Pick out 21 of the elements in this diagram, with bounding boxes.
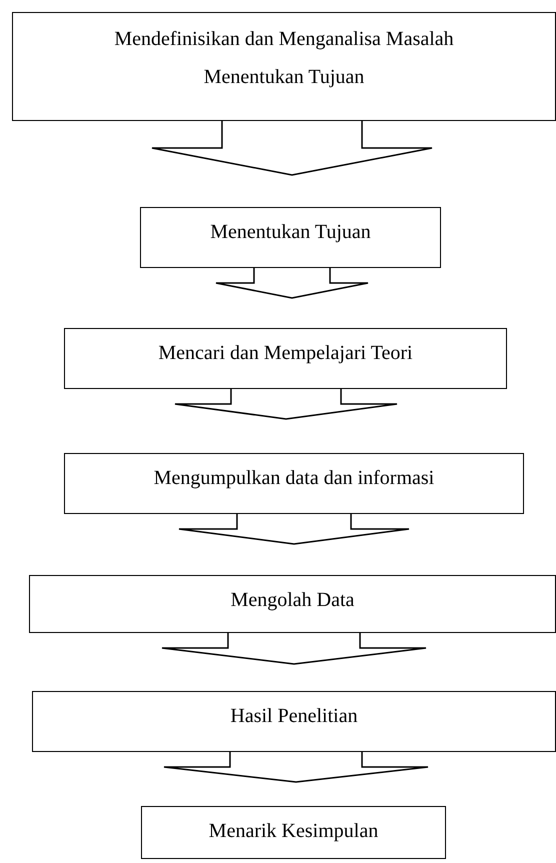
step-text: Hasil Penelitian [230,704,358,728]
block-arrow [215,267,369,299]
block-arrow [163,751,429,783]
process-box [64,328,507,389]
process-box [32,691,556,752]
block-arrow [151,120,433,176]
process-box [12,12,556,121]
process-box [29,575,556,633]
process-box [64,453,524,514]
process-box [140,207,441,268]
block-arrow [178,513,410,545]
step-text: Mencari dan Mempelajari Teori [158,341,413,365]
step-text: Mengumpulkan data dan informasi [154,466,434,490]
step-text: Menentukan Tujuan [204,65,364,89]
block-arrow [161,632,427,665]
step-text: Mengolah Data [230,588,354,612]
step-text: Menentukan Tujuan [210,220,371,244]
step-text: Menarik Kesimpulan [208,819,378,843]
block-arrow [174,388,398,420]
process-box [141,806,446,859]
step-text: Mendefinisikan dan Menganalisa Masalah [114,27,454,51]
